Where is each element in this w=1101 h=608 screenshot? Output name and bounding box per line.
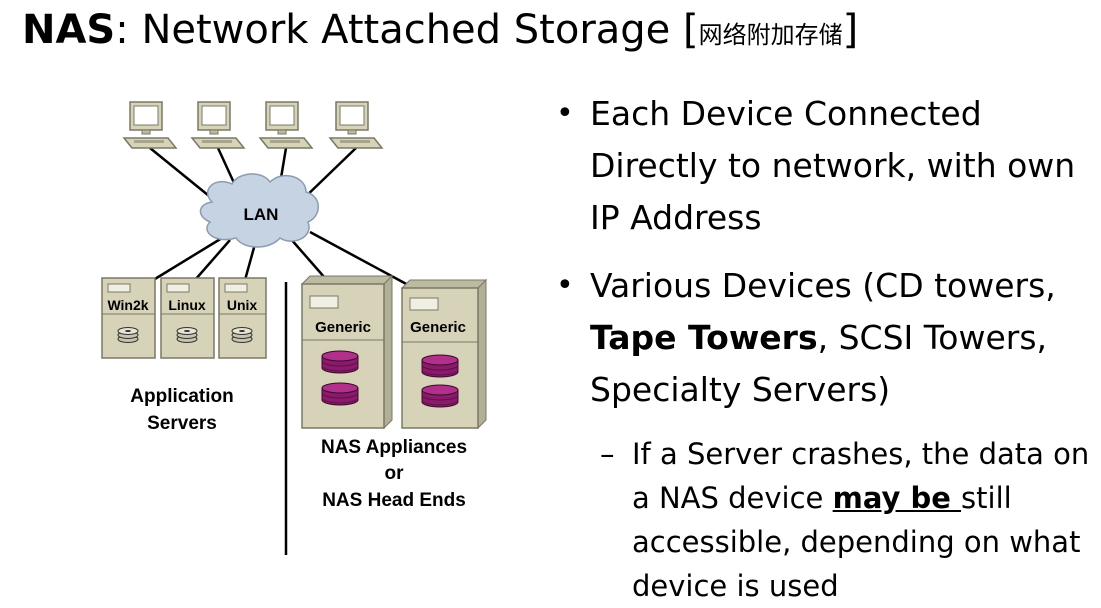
- bullet-item: • Each Device Connected Directly to netwo…: [556, 88, 1096, 244]
- title-chinese: 网络附加存储: [698, 21, 843, 49]
- bullet-text: , SCSI Towers, Specialty Servers): [590, 318, 1048, 409]
- nas-appliance: Generic: [300, 274, 394, 430]
- workstation: [123, 101, 177, 149]
- title-text: : Network Attached Storage [: [115, 7, 699, 53]
- title-acronym: NAS: [22, 7, 116, 53]
- app-servers-caption: Servers: [147, 413, 217, 434]
- sub-bullet-item: –If a Server crashes, the data on a NAS …: [556, 432, 1096, 608]
- workstation: [329, 101, 383, 149]
- nas-caption: NAS Head Ends: [322, 490, 466, 511]
- workstation: [191, 101, 245, 149]
- app-servers-caption: Application: [130, 386, 233, 407]
- server-label: Linux: [168, 297, 206, 313]
- bullet-dot-icon: •: [556, 96, 574, 131]
- lan-cloud: LAN: [199, 173, 319, 248]
- server-label: Unix: [227, 297, 258, 313]
- bullet-list: • Each Device Connected Directly to netwo…: [556, 88, 1096, 608]
- app-server: Linux: [160, 277, 215, 359]
- app-server: Win2k: [101, 277, 156, 359]
- lan-label: LAN: [244, 205, 279, 224]
- workstation: [259, 101, 313, 149]
- bullet-dot-icon: •: [556, 268, 574, 303]
- bullet-bold-text: Tape Towers: [590, 318, 818, 357]
- nas-label: Generic: [410, 319, 466, 336]
- nas-label: Generic: [315, 319, 371, 336]
- dash-icon: –: [600, 437, 615, 471]
- underlined-text: may be: [832, 481, 962, 515]
- nas-diagram: LAN Win2k Linux Unix Application Servers…: [101, 101, 488, 555]
- sub-bullet-text: If a Server crashes, the data on a NAS d…: [632, 437, 1090, 515]
- title-bracket: ]: [842, 7, 859, 53]
- bullet-item: • Various Devices (CD towers, Tape Towers…: [556, 260, 1096, 416]
- app-server: Unix: [218, 277, 267, 359]
- nas-caption: or: [385, 463, 405, 484]
- page-title: NAS: Network Attached Storage [网络附加存储]: [22, 4, 858, 61]
- nas-appliance: Generic: [400, 278, 488, 430]
- server-label: Win2k: [107, 297, 148, 313]
- bullet-text: Each Device Connected Directly to networ…: [590, 94, 1076, 237]
- bullet-text: Various Devices (CD towers,: [590, 266, 1056, 305]
- nas-caption: NAS Appliances: [321, 437, 467, 458]
